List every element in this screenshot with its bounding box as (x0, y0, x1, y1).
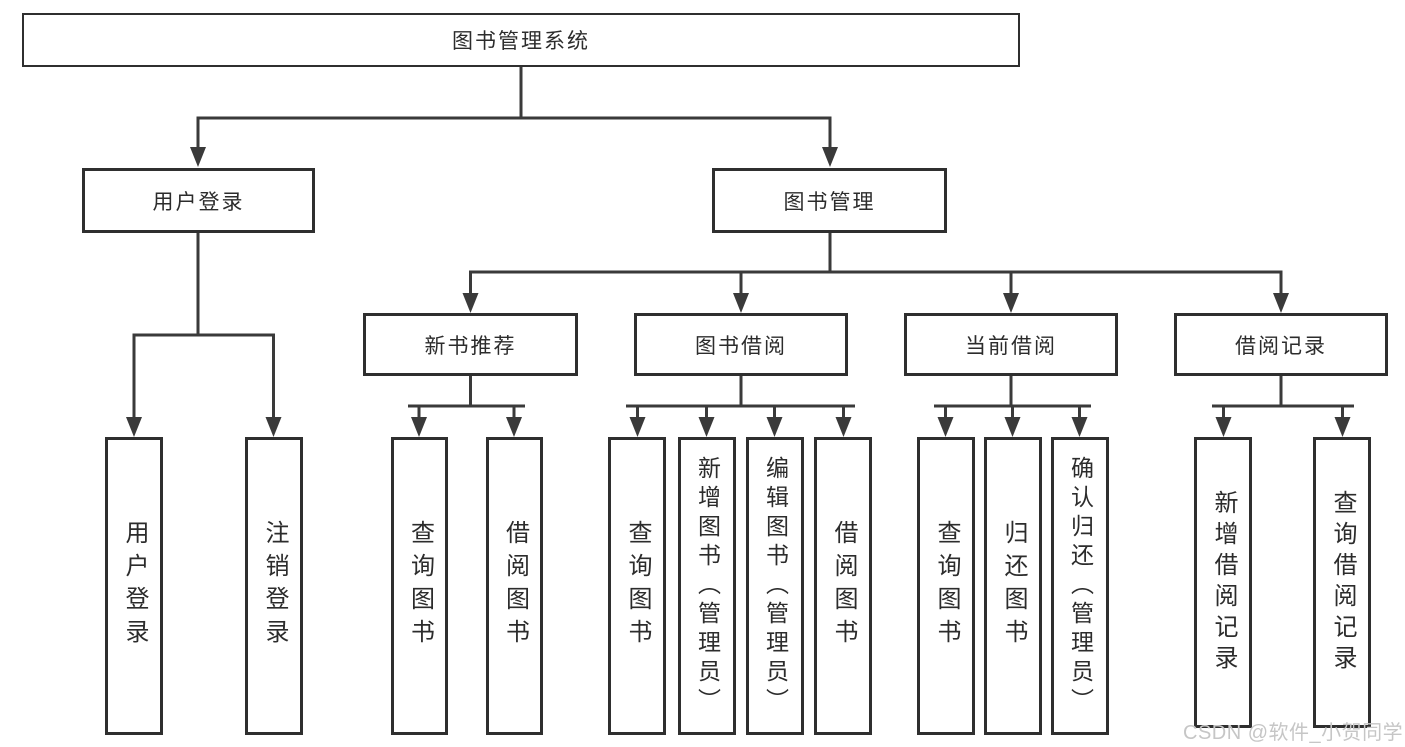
node-current-borrow: 当前借阅 (904, 313, 1118, 376)
node-label: 查询图书 (933, 520, 960, 652)
node-label: 新书推荐 (424, 334, 517, 358)
leaf-user-login: 用户登录 (105, 437, 163, 735)
node-label: 图书借阅 (695, 334, 787, 358)
node-root: 图书管理系统 (22, 13, 1020, 67)
leaf-confirm-return-admin: 确认归还（管理员） (1051, 437, 1109, 735)
node-label: 编辑图书（管理员） (762, 455, 789, 717)
leaf-edit-book-admin: 编辑图书（管理员） (746, 437, 804, 735)
node-label: 注销登录 (261, 520, 288, 652)
node-borrow-records: 借阅记录 (1174, 313, 1388, 376)
leaf-borrow-books-newbook: 借阅图书 (486, 437, 543, 735)
node-label: 归还图书 (1000, 520, 1027, 652)
node-label: 用户登录 (152, 190, 245, 214)
leaf-add-borrow-record: 新增借阅记录 (1194, 437, 1252, 728)
leaf-query-borrow-record: 查询借阅记录 (1313, 437, 1371, 728)
node-label: 新增借阅记录 (1210, 489, 1237, 676)
node-label: 当前借阅 (965, 334, 1057, 358)
node-label: 借阅图书 (501, 520, 529, 652)
leaf-query-books-newbook: 查询图书 (391, 437, 448, 735)
leaf-add-book-admin: 新增图书（管理员） (678, 437, 736, 735)
node-label: 用户登录 (121, 520, 148, 652)
node-label: 查询图书 (624, 520, 651, 652)
leaf-logout: 注销登录 (245, 437, 303, 735)
csdn-watermark: CSDN @软件_小贺同学 (1183, 722, 1404, 744)
leaf-query-books-current: 查询图书 (917, 437, 975, 735)
node-book-management: 图书管理 (712, 168, 947, 233)
node-book-borrow: 图书借阅 (634, 313, 848, 376)
node-user-login: 用户登录 (82, 168, 315, 233)
node-label: 借阅图书 (830, 520, 857, 652)
node-label: 查询图书 (406, 520, 434, 652)
node-new-book-recommend: 新书推荐 (363, 313, 578, 376)
node-label: 借阅记录 (1235, 334, 1327, 358)
node-label: 图书管理 (783, 190, 876, 214)
node-label: 确认归还（管理员） (1067, 455, 1094, 717)
node-label: 新增图书（管理员） (694, 455, 721, 717)
node-label: 图书管理系统 (452, 30, 590, 53)
leaf-query-books-borrow: 查询图书 (608, 437, 666, 735)
node-label: 查询借阅记录 (1329, 489, 1356, 676)
leaf-borrow-books-borrow: 借阅图书 (814, 437, 872, 735)
leaf-return-book: 归还图书 (984, 437, 1042, 735)
